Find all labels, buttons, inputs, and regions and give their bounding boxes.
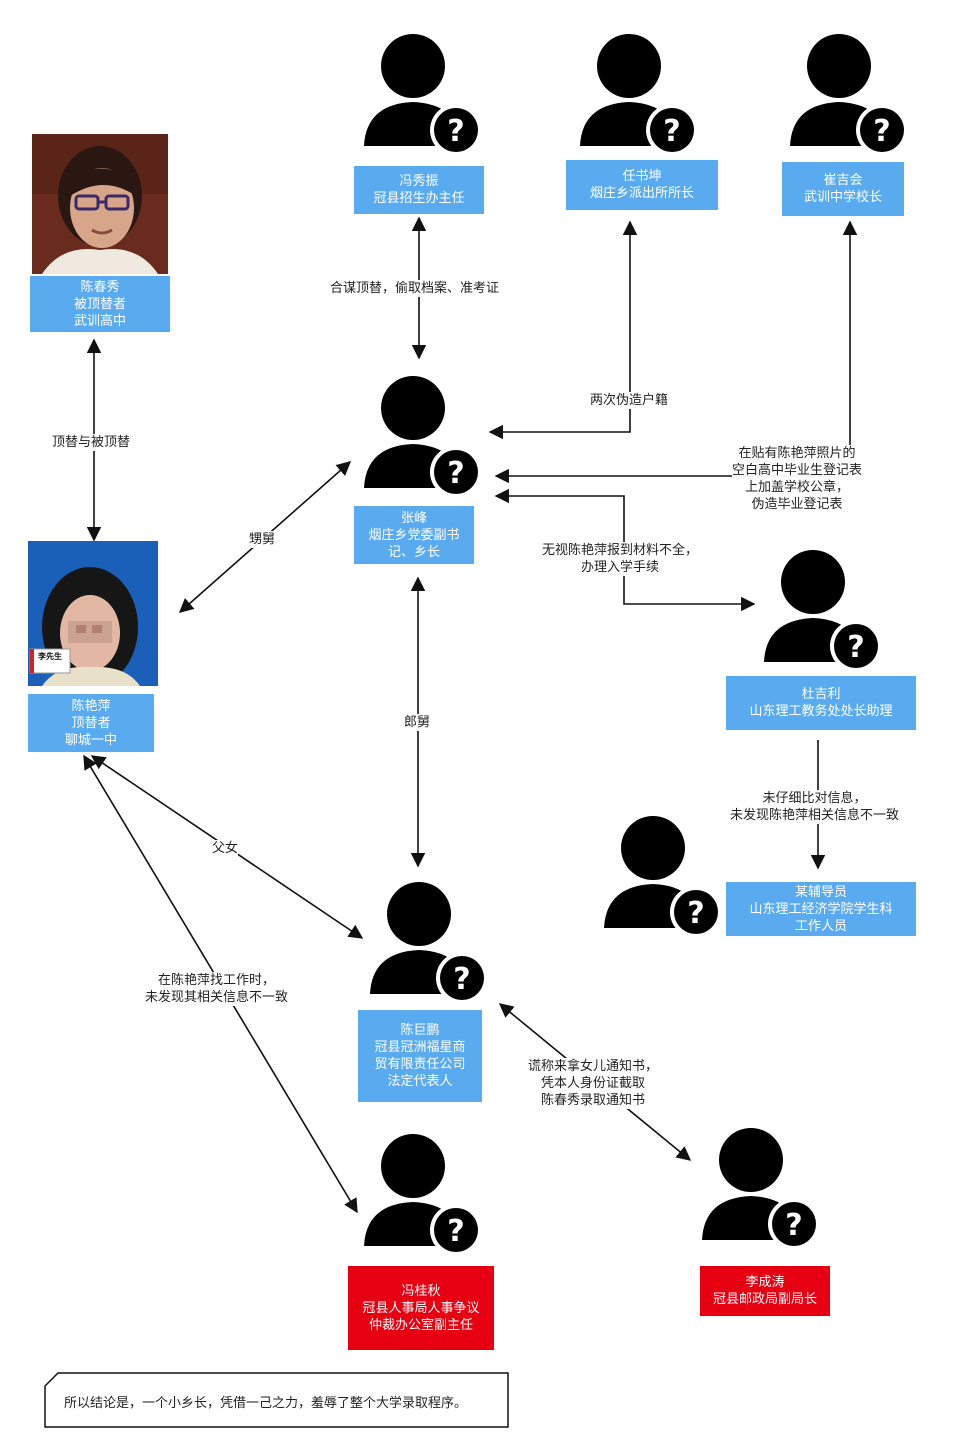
label-chen-chunxiu: 陈春秀 被顶替者 武训高中	[30, 276, 170, 332]
svg-text:?: ?	[453, 962, 470, 997]
avatar-cui-jihui: ?	[782, 26, 912, 156]
photo-chen-chunxiu	[32, 134, 168, 274]
unknown-person-icon: ?	[580, 34, 698, 156]
edge-label-conspiracy: 合谋顶替，偷取档案、准考证	[330, 280, 500, 297]
label-counselor: 某辅导员 山东理工经济学院学生科 工作人员	[726, 882, 916, 936]
edge-label-no-verification: 未仔细比对信息， 未发现陈艳萍相关信息不一致	[730, 790, 900, 824]
edge-label-father-daughter: 父女	[212, 840, 239, 857]
photo-name-tag: 李先生	[38, 652, 62, 661]
svg-text:?: ?	[785, 1208, 802, 1243]
svg-text:?: ?	[663, 114, 680, 149]
unknown-person-icon: ?	[364, 376, 482, 498]
avatar-counselor: ?	[596, 808, 726, 938]
edge-zhang-feng-cui-jihui	[494, 220, 858, 484]
svg-text:?: ?	[447, 1214, 464, 1249]
unknown-person-icon: ?	[604, 816, 722, 938]
avatar-zhang-feng: ?	[356, 368, 486, 498]
svg-text:?: ?	[873, 114, 890, 149]
avatar-feng-guiqiu: ?	[356, 1126, 486, 1256]
label-zhang-feng: 张峰 烟庄乡党委副书 记、乡长	[354, 506, 474, 564]
edge-label-uncle-nephew: 甥舅	[249, 531, 276, 548]
svg-text:?: ?	[447, 114, 464, 149]
label-ren-shukun: 任书坤 烟庄乡派出所所长	[566, 160, 718, 210]
label-chen-yanping: 陈艳萍 顶替者 聊城一中	[28, 694, 154, 752]
edge-label-intercepted-letter: 谎称来拿女儿通知书， 凭本人身份证截取 陈春秀录取通知书	[528, 1058, 659, 1109]
avatar-feng-xiuzhen: ?	[356, 26, 486, 156]
avatar-chen-jupeng: ?	[362, 874, 492, 1004]
unknown-person-icon: ?	[370, 882, 488, 1004]
label-cui-jihui: 崔吉会 武训中学校长	[782, 162, 904, 216]
unknown-person-icon: ?	[364, 34, 482, 156]
label-du-jili: 杜吉利 山东理工教务处处长助理	[726, 676, 916, 730]
edge-label-replacement: 顶替与被顶替	[52, 434, 131, 451]
conclusion-note-text: 所以结论是，一个小乡长，凭借一己之力，羞辱了整个大学录取程序。	[64, 1396, 468, 1411]
svg-text:?: ?	[687, 896, 704, 931]
label-chen-jupeng: 陈巨鹏 冠县冠洲福星商 贸有限责任公司 法定代表人	[358, 1010, 482, 1102]
svg-text:?: ?	[847, 630, 864, 665]
edge-label-forged-graduation: 在贴有陈艳萍照片的 空白高中毕业生登记表 上加盖学校公章， 伪造毕业登记表	[732, 445, 863, 513]
woman-glasses-photo-icon	[32, 134, 168, 274]
avatar-ren-shukun: ?	[572, 26, 702, 156]
unknown-person-icon: ?	[790, 34, 908, 156]
unknown-person-icon: ?	[702, 1128, 820, 1250]
edge-label-job-check: 在陈艳萍找工作时， 未发现其相关信息不一致	[145, 972, 289, 1006]
avatar-du-jili: ?	[756, 542, 886, 672]
edge-label-enrollment: 无视陈艳萍报到材料不全， 办理入学手续	[542, 542, 699, 576]
edge-label-forged-household: 两次伪造户籍	[590, 392, 669, 409]
label-li-chengtao: 李成涛 冠县邮政局副局长	[700, 1266, 830, 1316]
label-feng-guiqiu: 冯桂秋 冠县人事局人事争议 仲裁办公室副主任	[348, 1266, 494, 1350]
svg-text:?: ?	[447, 456, 464, 491]
avatar-li-chengtao: ?	[694, 1120, 824, 1250]
conclusion-note-shape	[44, 1372, 509, 1428]
woman-blurred-photo-icon	[28, 541, 158, 686]
photo-chen-yanping: 李先生	[28, 541, 158, 686]
edge-label-brothers-in-law: 郎舅	[404, 714, 431, 731]
label-feng-xiuzhen: 冯秀振 冠县招生办主任	[354, 166, 484, 214]
unknown-person-icon: ?	[364, 1134, 482, 1256]
unknown-person-icon: ?	[764, 550, 882, 672]
